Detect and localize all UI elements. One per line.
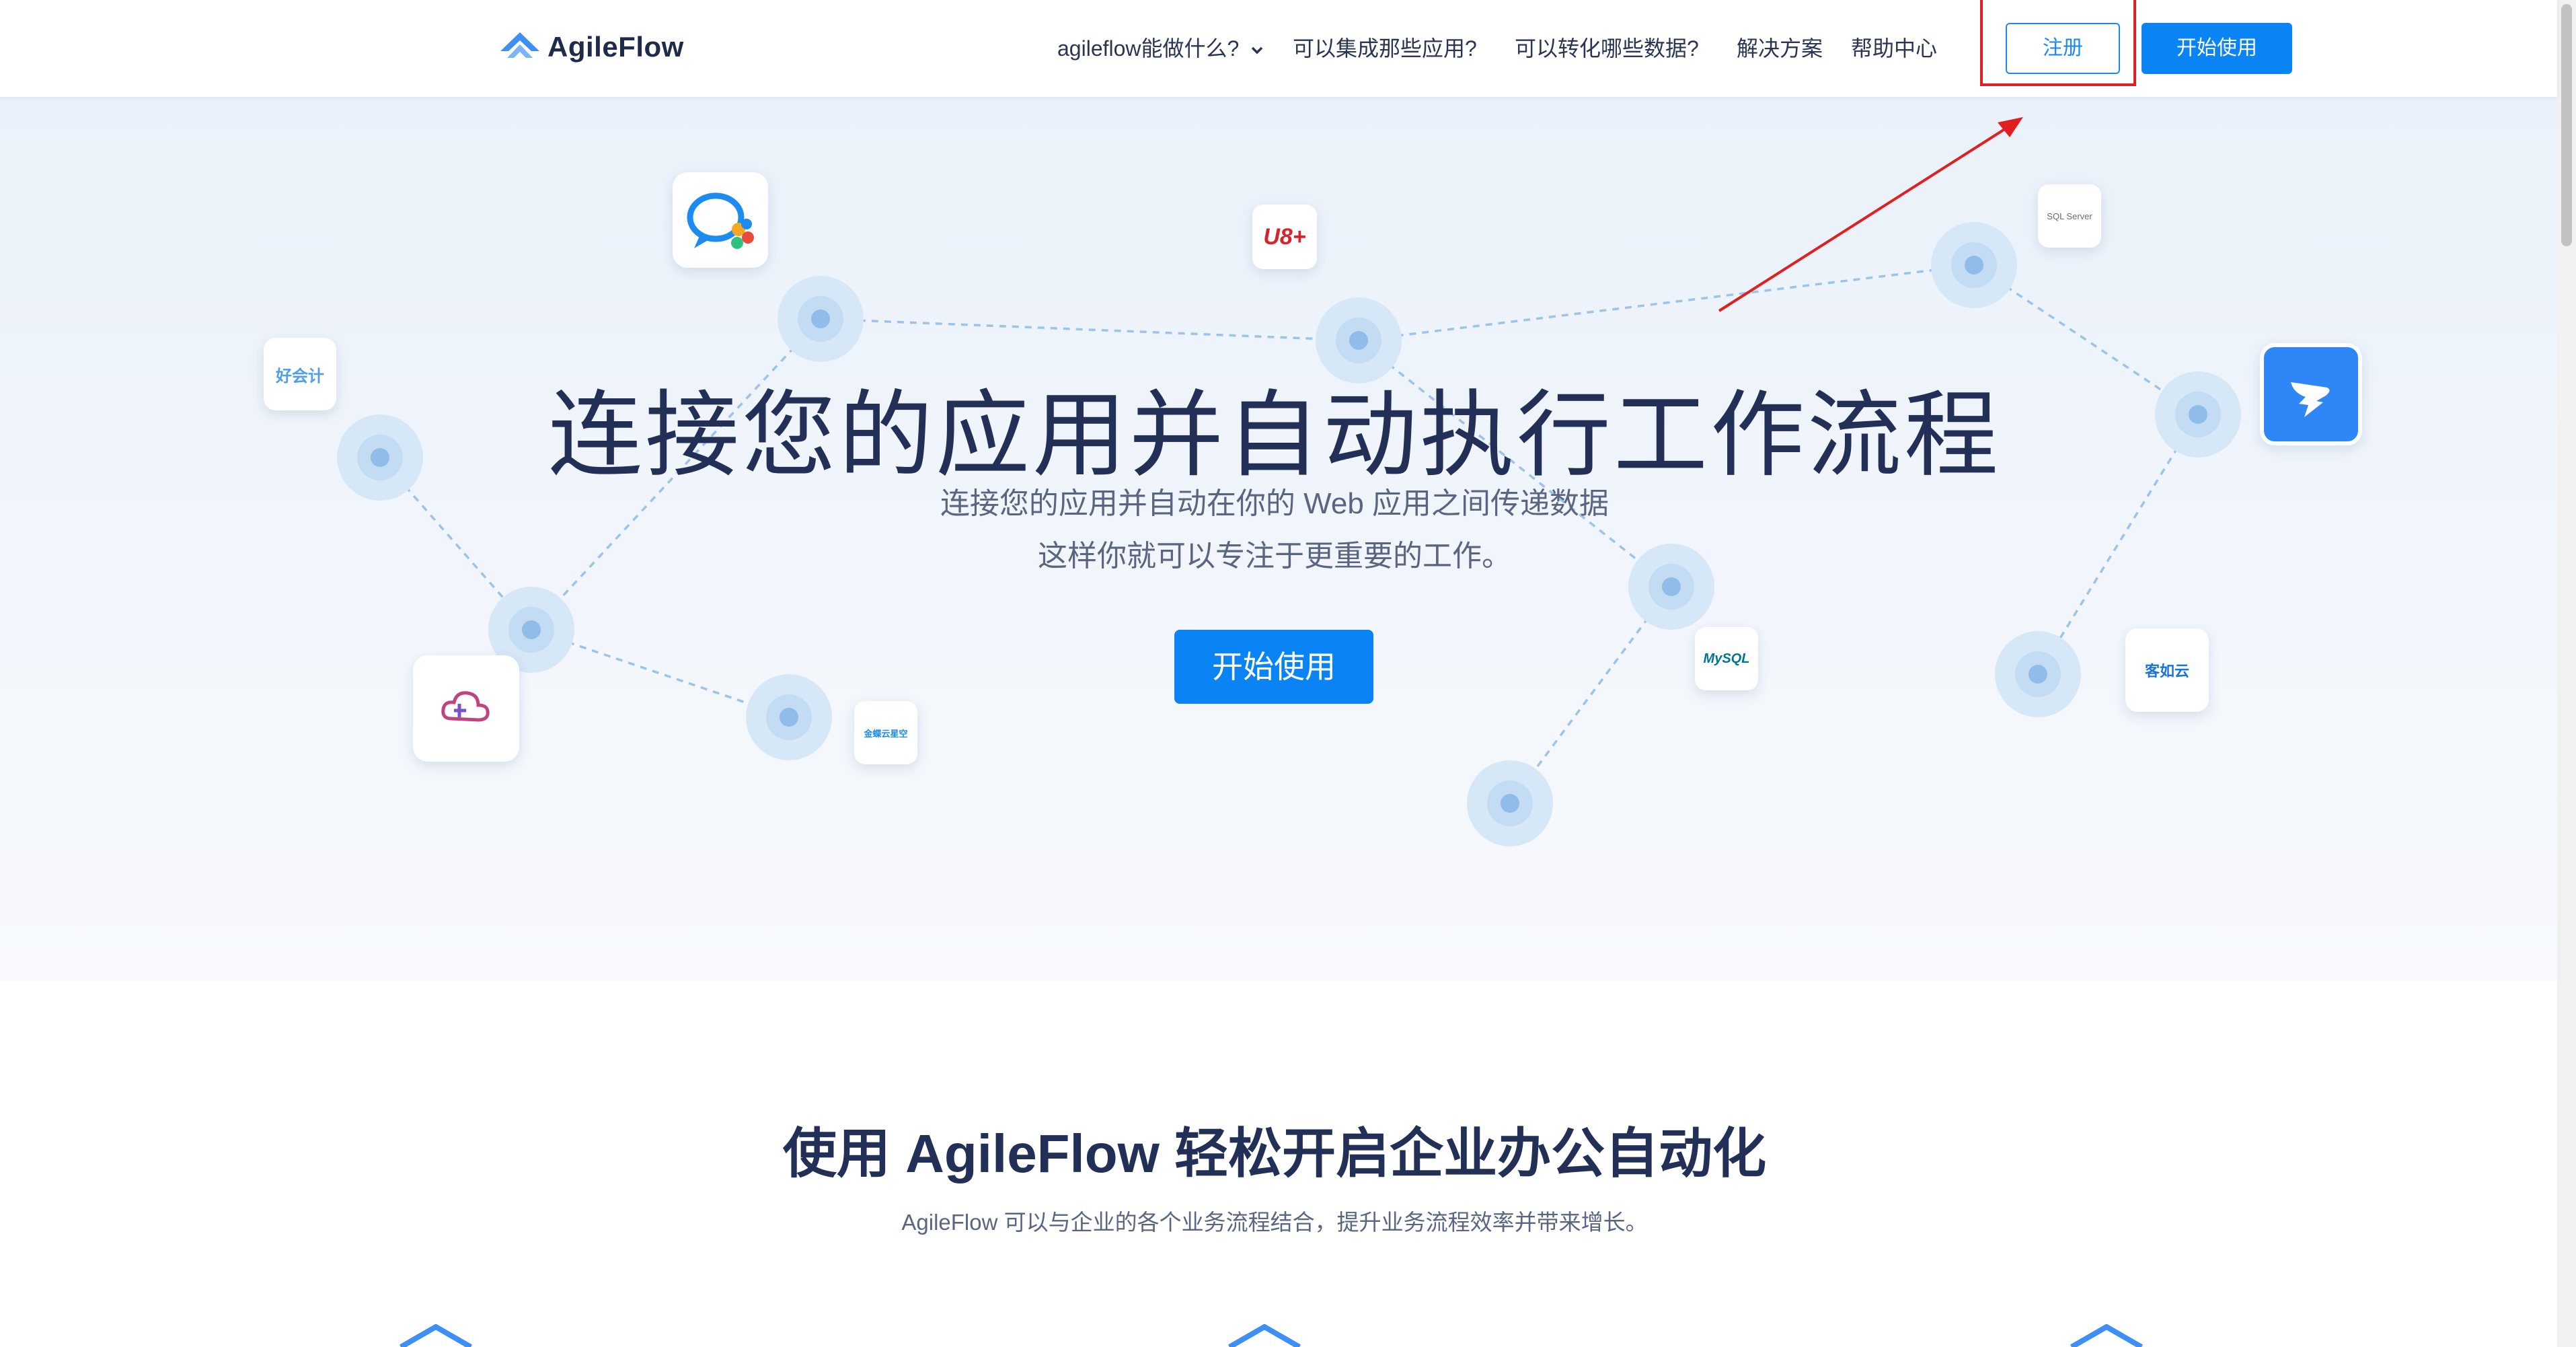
top-nav-bar: AgileFlow agileflow能做什么? 可以集成那些应用? 可以转化哪… — [0, 0, 2557, 97]
jindie-app-icon: 金蝶云星空 — [854, 701, 917, 764]
u8-app-icon: U8+ — [1252, 205, 1317, 269]
feature-card-top-icon — [1228, 1324, 1301, 1347]
annotation-highlight-box — [1980, 0, 2136, 86]
hero-title: 连接您的应用并自动执行工作流程 — [547, 382, 2001, 488]
section-title: 使用 AgileFlow 轻松开启企业办公自动化 — [782, 1124, 1767, 1184]
sql-server-label: SQL Server — [2047, 211, 2092, 221]
logo-mark-icon — [500, 32, 539, 58]
register-button[interactable]: 注册 — [2006, 23, 2120, 74]
section-subtitle: AgileFlow 可以与企业的各个业务流程结合，提升业务流程效率并带来增长。 — [901, 1210, 1648, 1235]
nav-label: agileflow能做什么? — [1057, 36, 1240, 61]
nav-solutions[interactable]: 解决方案 — [1737, 30, 1823, 67]
nav-label: 解决方案 — [1737, 36, 1823, 61]
cloud-app-icon — [413, 655, 519, 762]
hero-section: U8+ SQL Server 好会计 金蝶云星空 MySQL 客如云 — [0, 97, 2557, 981]
sql-server-app-icon: SQL Server — [2038, 184, 2101, 248]
nav-integrations[interactable]: 可以集成那些应用? — [1293, 30, 1477, 67]
feature-card-top-icon — [2070, 1324, 2143, 1347]
hero-subtitle-line2: 这样你就可以专注于更重要的工作。 — [1038, 540, 1511, 573]
start-using-button-hero[interactable]: 开始使用 — [1174, 630, 1373, 704]
jindie-label: 金蝶云星空 — [864, 728, 908, 739]
logo-text: AgileFlow — [547, 31, 684, 63]
logo[interactable]: AgileFlow — [499, 27, 684, 67]
mysql-label: MySQL — [1703, 651, 1750, 666]
feature-card-top-icon — [400, 1324, 472, 1347]
nav-label: 帮助中心 — [1851, 36, 1938, 61]
nav-label: 可以转化哪些数据? — [1515, 36, 1699, 61]
u8-label: U8+ — [1263, 223, 1306, 250]
nav-help-center[interactable]: 帮助中心 — [1851, 30, 1937, 67]
nav-what-can-do[interactable]: agileflow能做什么? — [1057, 30, 1264, 67]
haohuiji-app-icon: 好会计 — [264, 338, 336, 410]
mysql-app-icon: MySQL — [1695, 627, 1758, 690]
start-using-button-header[interactable]: 开始使用 — [2142, 23, 2292, 74]
dingtalk-app-icon — [2260, 343, 2362, 445]
hero-subtitle-line1: 连接您的应用并自动在你的 Web 应用之间传递数据 — [940, 487, 1609, 520]
nav-data-conversion[interactable]: 可以转化哪些数据? — [1515, 30, 1699, 67]
haohuiji-label: 好会计 — [276, 367, 324, 386]
chevron-down-icon — [1251, 46, 1263, 54]
xiaoyun-label: 客如云 — [2144, 663, 2189, 680]
scrollbar-thumb[interactable] — [2561, 4, 2572, 246]
nav-label: 可以集成那些应用? — [1293, 36, 1477, 61]
wecom-app-icon — [673, 172, 768, 268]
xiaoyun-app-icon: 客如云 — [2125, 628, 2209, 712]
